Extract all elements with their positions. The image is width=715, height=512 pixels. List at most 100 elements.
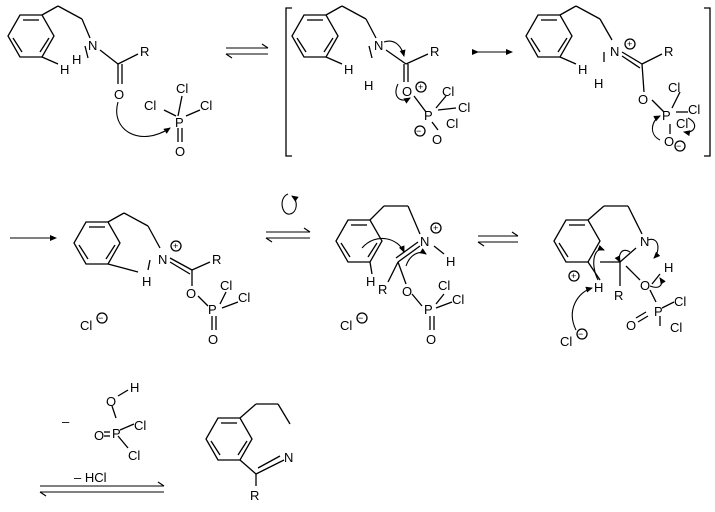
charge-plus: + bbox=[627, 39, 632, 49]
atom-p: P bbox=[424, 108, 433, 123]
atom-n: N bbox=[158, 252, 167, 267]
atom-o: O bbox=[175, 144, 185, 159]
atom-p: P bbox=[424, 302, 433, 317]
atom-o: O bbox=[664, 134, 674, 149]
curved-arrow bbox=[593, 244, 605, 281]
atom-p: P bbox=[662, 108, 671, 123]
charge-minus: − bbox=[676, 141, 681, 151]
atom-h: H bbox=[594, 76, 603, 91]
curved-arrow bbox=[395, 83, 411, 104]
curved-arrow bbox=[649, 277, 666, 288]
atom-cl: Cl bbox=[176, 81, 188, 96]
atom-r: R bbox=[378, 282, 387, 297]
atom-cl: Cl bbox=[438, 278, 450, 293]
counter-ion-cl: Cl bbox=[560, 334, 572, 349]
atom-cl: Cl bbox=[128, 448, 140, 463]
charge-plus: + bbox=[571, 271, 576, 281]
atom-n: N bbox=[610, 44, 619, 59]
atom-cl: Cl bbox=[676, 116, 688, 131]
equilibrium-arrow bbox=[225, 43, 269, 59]
atom-p: P bbox=[208, 302, 217, 317]
charge-minus: − bbox=[416, 126, 421, 136]
counter-ion-cl: Cl bbox=[340, 318, 352, 333]
atom-n: N bbox=[88, 38, 97, 53]
charge-plus: + bbox=[418, 82, 423, 92]
structure-amide-starting: H N H R O Cl Cl Cl P O bbox=[7, 5, 212, 159]
atom-p: P bbox=[112, 426, 121, 441]
atom-r: R bbox=[430, 44, 439, 59]
curved-arrow bbox=[571, 286, 593, 331]
atom-r: R bbox=[140, 44, 149, 59]
atom-h: H bbox=[366, 274, 375, 289]
atom-n: N bbox=[420, 234, 429, 249]
atom-o: O bbox=[114, 87, 124, 102]
atom-h: H bbox=[72, 52, 81, 67]
atom-o: O bbox=[426, 332, 436, 347]
atom-o: O bbox=[640, 278, 650, 293]
curved-arrow bbox=[405, 248, 427, 267]
atom-o: O bbox=[626, 318, 636, 333]
curved-arrow bbox=[383, 40, 406, 57]
byproduct-dichlorophosphoric-acid: – H O P O Cl Cl – HCl bbox=[62, 380, 146, 485]
equilibrium-arrow bbox=[265, 193, 311, 243]
structure-adduct-a: H N H R O + P Cl Cl Cl O − bbox=[291, 5, 470, 147]
atom-r: R bbox=[614, 288, 623, 303]
equilibrium-arrow bbox=[39, 481, 165, 497]
atom-n: N bbox=[284, 450, 293, 465]
atom-cl: Cl bbox=[134, 418, 146, 433]
structure-sigma-complex: H + N H R O P Cl Cl O Cl − bbox=[553, 205, 686, 349]
atom-h: H bbox=[664, 260, 673, 275]
atom-n: N bbox=[640, 234, 649, 249]
atom-r: R bbox=[212, 252, 221, 267]
atom-h: H bbox=[142, 274, 151, 289]
atom-p: P bbox=[654, 304, 663, 319]
atom-cl: Cl bbox=[452, 292, 464, 307]
rotation-arrow bbox=[281, 193, 299, 215]
product-dihydroisoquinoline: N R bbox=[205, 403, 293, 503]
charge-minus: − bbox=[98, 313, 103, 323]
atom-o: O bbox=[94, 428, 104, 443]
charge-plus: + bbox=[433, 223, 438, 233]
atom-cl: Cl bbox=[458, 100, 470, 115]
atom-h: H bbox=[344, 62, 353, 77]
curved-arrow bbox=[116, 101, 171, 138]
atom-n: N bbox=[374, 38, 383, 53]
curved-arrow bbox=[614, 249, 631, 263]
charge-plus: + bbox=[173, 241, 178, 251]
atom-o: O bbox=[186, 286, 196, 301]
structure-adduct-b: H N + H R O P Cl Cl Cl O − bbox=[525, 5, 700, 152]
atom-cl: Cl bbox=[442, 84, 454, 99]
equilibrium-arrow bbox=[477, 231, 519, 247]
atom-cl: Cl bbox=[220, 278, 232, 293]
atom-cl: Cl bbox=[144, 98, 156, 113]
atom-h: H bbox=[364, 78, 373, 93]
atom-cl: Cl bbox=[238, 290, 250, 305]
atom-cl: Cl bbox=[668, 80, 680, 95]
structure-iminium-phosphate: H N + R O P Cl Cl O Cl − bbox=[73, 212, 250, 347]
atom-cl: Cl bbox=[200, 98, 212, 113]
resonance-bracket bbox=[285, 7, 711, 157]
curved-arrow bbox=[683, 117, 696, 137]
atom-p: P bbox=[175, 115, 184, 130]
atom-h: H bbox=[446, 254, 455, 269]
atom-cl: Cl bbox=[688, 102, 700, 117]
atom-o: O bbox=[402, 84, 412, 99]
atom-o: O bbox=[638, 92, 648, 107]
atom-h: H bbox=[578, 62, 587, 77]
atom-cl: Cl bbox=[446, 116, 458, 131]
curved-arrow bbox=[647, 238, 661, 259]
atom-o: O bbox=[432, 132, 442, 147]
atom-cl: Cl bbox=[674, 294, 686, 309]
curved-arrow bbox=[361, 237, 405, 253]
counter-ion-cl: Cl bbox=[80, 318, 92, 333]
atom-cl: Cl bbox=[670, 320, 682, 335]
charge-minus: − bbox=[358, 313, 363, 323]
atom-o: O bbox=[402, 284, 412, 299]
atom-r: R bbox=[664, 44, 673, 59]
atom-r: R bbox=[250, 488, 259, 503]
charge-minus: − bbox=[578, 329, 583, 339]
atom-h: H bbox=[594, 280, 603, 295]
minus-sign: – bbox=[62, 414, 70, 429]
atom-h: H bbox=[130, 380, 139, 395]
atom-o: O bbox=[106, 394, 116, 409]
